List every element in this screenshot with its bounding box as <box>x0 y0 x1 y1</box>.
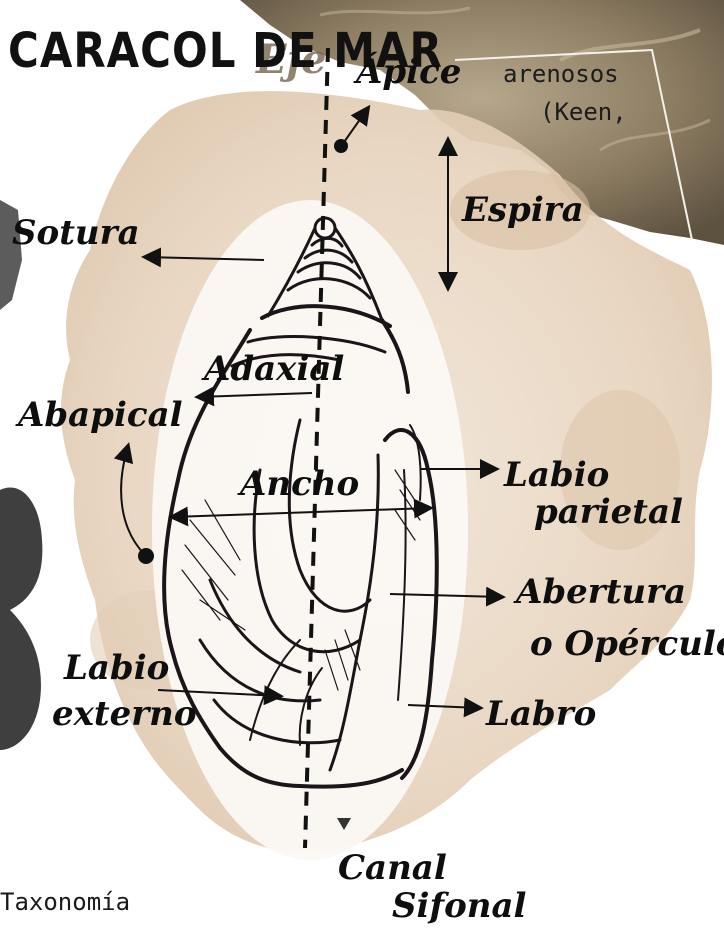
label-espira: Espira <box>462 190 584 230</box>
label-canal: Canal <box>338 848 447 888</box>
background-text-line: arenosos <box>503 60 619 88</box>
footer-text: Taxonomía <box>0 888 130 916</box>
label-labio-externo-2: externo <box>52 694 197 734</box>
label-adaxial: Adaxial <box>204 349 344 389</box>
label-abertura-2: o Opérculo <box>530 624 724 664</box>
label-sotura: Sotura <box>12 213 140 253</box>
label-sifonal: Sifonal <box>392 886 526 926</box>
label-labro: Labro <box>486 694 596 734</box>
label-ancho: Ancho <box>240 464 359 504</box>
label-abapical: Abapical <box>18 395 183 435</box>
background-text-line: (Keen, <box>540 98 627 126</box>
apice-dot <box>334 139 348 153</box>
rock-left <box>0 487 42 750</box>
label-labio-externo: Labio <box>64 648 169 688</box>
label-apice: Ápice <box>356 52 461 92</box>
label-labio-parietal: Labio <box>504 455 609 495</box>
label-abertura: Abertura <box>516 572 686 612</box>
abapical-dot <box>138 548 154 564</box>
label-labio-parietal-2: parietal <box>534 492 683 532</box>
shell-highlight <box>152 200 468 860</box>
